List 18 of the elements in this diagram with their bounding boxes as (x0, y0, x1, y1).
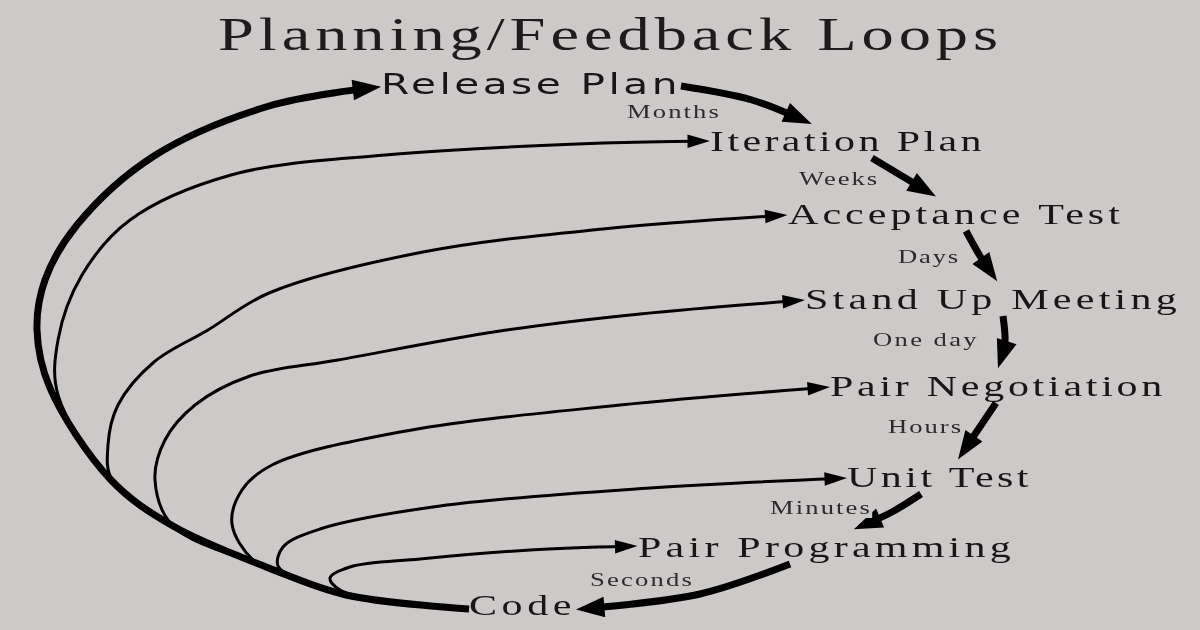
arrow (870, 155, 936, 197)
arrow (575, 560, 792, 618)
arrow (328, 540, 638, 611)
arrow (958, 401, 999, 460)
step-label: Pair Negotiation (830, 368, 1166, 403)
arrow (962, 229, 998, 282)
step-label: Iteration Plan (710, 123, 985, 158)
step-label: Code (469, 587, 576, 622)
step-label: Pair Programming (637, 529, 1015, 564)
arrow (996, 315, 1017, 369)
arrow (680, 82, 812, 124)
arrow (33, 79, 470, 613)
step-label: Stand Up Meeting (805, 281, 1181, 316)
step-label: Release Plan (381, 67, 681, 102)
step-label: Acceptance Test (787, 196, 1124, 231)
arrow (853, 491, 923, 530)
step-label: Unit Test (847, 459, 1032, 494)
diagram-title: Planning/Feedback Loops (218, 8, 1003, 62)
